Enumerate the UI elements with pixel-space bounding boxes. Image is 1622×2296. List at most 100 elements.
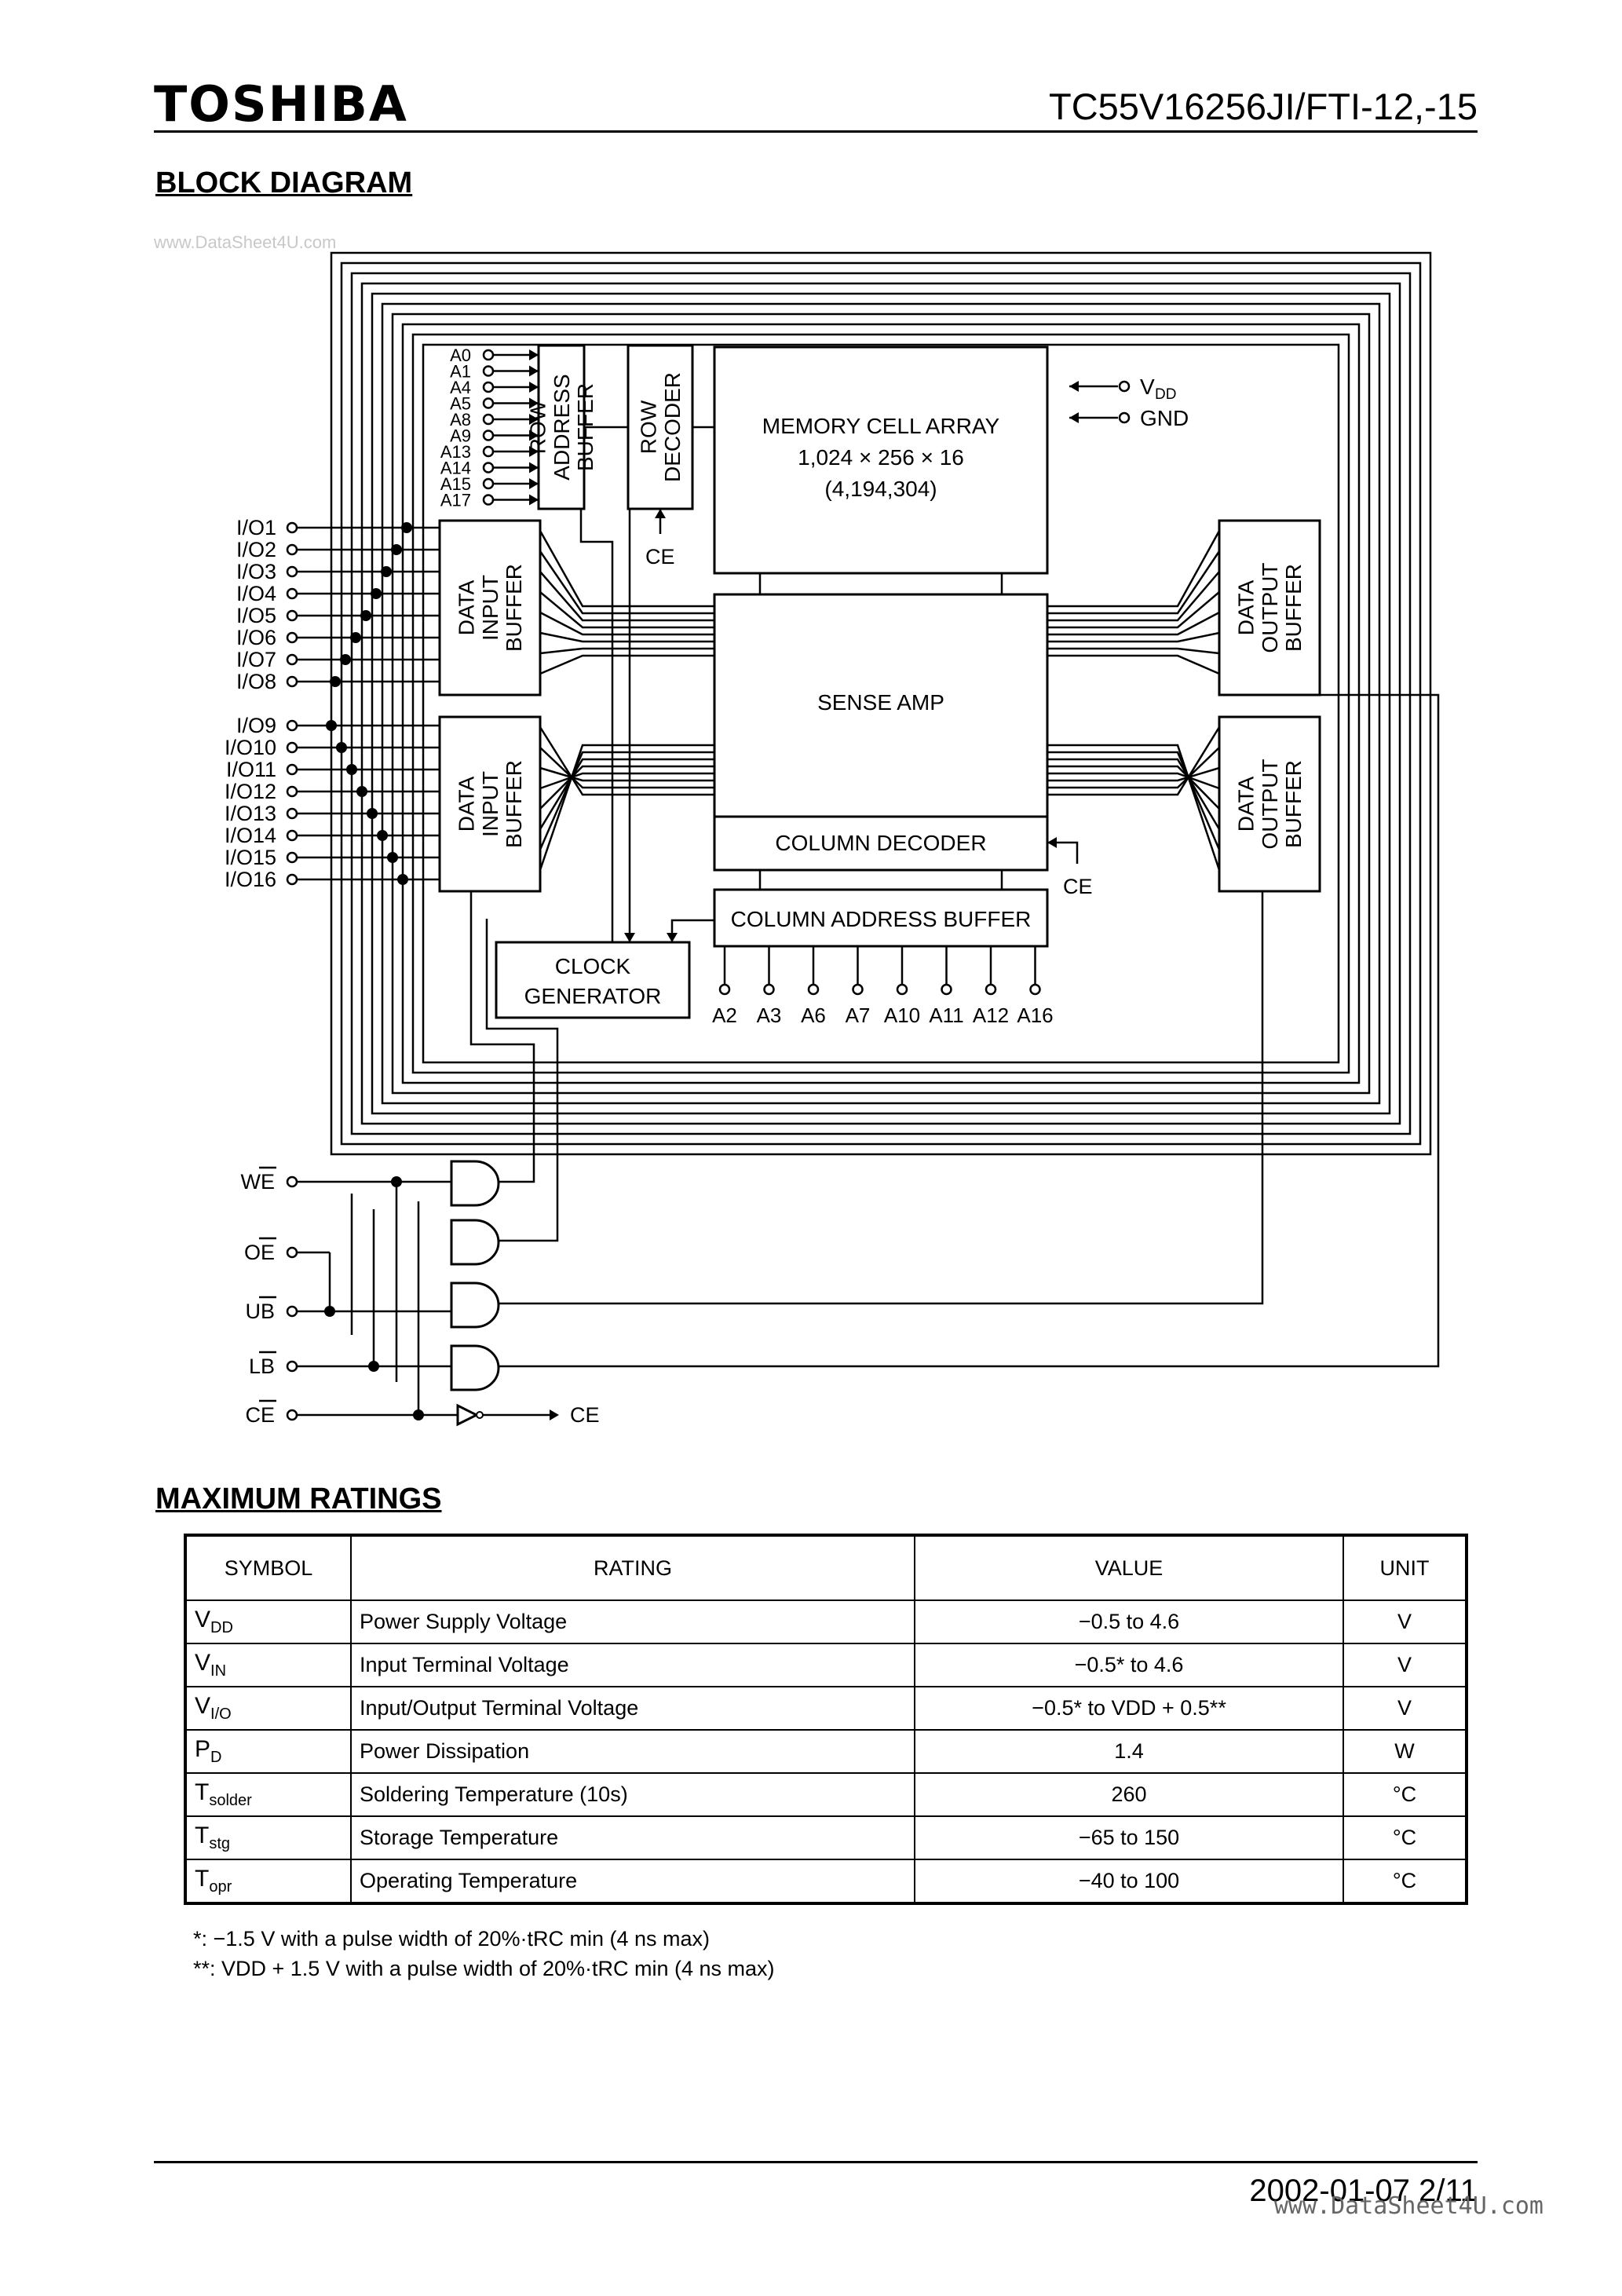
- data-input-buffer-label-line: INPUT: [478, 771, 502, 837]
- feedback-loop: [360, 282, 1401, 1125]
- clock-line: [579, 509, 614, 942]
- pin-label-a9: A9: [450, 426, 471, 446]
- data-bus: [539, 726, 714, 796]
- io-pin-label: I/O9: [236, 714, 276, 737]
- arrow-head: [667, 933, 678, 942]
- data-output-buffer-label-line: OUTPUT: [1258, 562, 1282, 653]
- data-bus: [1047, 550, 1221, 615]
- vdd-sub: DD: [1155, 386, 1176, 403]
- header-symbol: SYMBOL: [184, 1534, 352, 1601]
- data-bus: [1047, 591, 1220, 629]
- block-diagram-title: BLOCK DIAGRAM: [155, 166, 413, 199]
- io-pin-label: I/O14: [225, 824, 276, 847]
- data-bus: [539, 571, 714, 622]
- junction-dot: [367, 808, 378, 819]
- io-pin-label: I/O8: [236, 670, 276, 693]
- cell-value: −0.5* to VDD + 0.5**: [914, 1686, 1344, 1731]
- io-pin-label: I/O12: [225, 780, 276, 803]
- cell-unit: V: [1343, 1643, 1467, 1687]
- cell-unit: °C: [1343, 1815, 1467, 1860]
- cell-value: −65 to 150: [914, 1815, 1344, 1860]
- data-bus: [1047, 758, 1221, 830]
- pin-label-a5: A5: [450, 394, 471, 414]
- data-bus: [539, 758, 714, 830]
- inverter-bubble: [476, 1411, 484, 1419]
- control-pin-ub: UB: [245, 1300, 275, 1323]
- ratings-notes: *: −1.5 V with a pulse width of 20%·tRC …: [193, 1924, 775, 1983]
- footer-rule: [154, 2161, 1478, 2163]
- pin-terminal: [1118, 380, 1131, 393]
- clock-generator-label: GENERATOR: [524, 984, 662, 1008]
- gate-output: [499, 693, 1440, 1368]
- data-bus: [539, 765, 714, 810]
- pin-label-a14: A14: [440, 459, 471, 478]
- pin-terminal: [482, 381, 495, 393]
- header-unit: UNIT: [1343, 1534, 1467, 1601]
- data-bus: [1047, 530, 1221, 608]
- cell-symbol: VDD: [184, 1600, 352, 1644]
- note-1: *: −1.5 V with a pulse width of 20%·tRC …: [193, 1927, 711, 1951]
- header-value: VALUE: [914, 1534, 1344, 1601]
- header-rule: [154, 130, 1478, 133]
- row-address-buffer: [537, 344, 586, 510]
- memory-cell-array-label: MEMORY CELL ARRAY: [762, 414, 1000, 438]
- feedback-loop: [401, 323, 1361, 1084]
- pin-label-a16: A16: [1017, 1004, 1053, 1027]
- pin-terminal: [286, 1409, 298, 1421]
- watermark-top: www.DataSheet4U.com: [154, 232, 337, 252]
- pin-label-a17: A17: [440, 491, 471, 510]
- arrow-head: [529, 349, 539, 360]
- junction-dot: [391, 1176, 402, 1187]
- toshiba-logo: TOSHIBA: [154, 75, 408, 133]
- junction-dot: [387, 852, 398, 863]
- junction-dot: [413, 1409, 424, 1420]
- data-bus: [539, 530, 714, 608]
- pin-terminal: [286, 521, 298, 534]
- io-pin-label: I/O6: [236, 626, 276, 649]
- pin-terminal: [286, 1246, 298, 1259]
- data-input-buffer-label-line: INPUT: [478, 575, 502, 641]
- data-output-buffer-label-line: DATA: [1234, 776, 1259, 832]
- ce-label-out: CE: [570, 1403, 600, 1427]
- column-decoder: [713, 815, 1049, 872]
- pin-terminal: [482, 494, 495, 506]
- junction-dot: [360, 610, 371, 621]
- data-output-buffer-label-line: BUFFER: [1281, 760, 1306, 848]
- pin-terminal: [286, 829, 298, 842]
- pin-terminal: [482, 397, 495, 409]
- data-input-buffer-label-line: BUFFER: [502, 564, 526, 652]
- cell-rating: Input Terminal Voltage: [350, 1643, 915, 1687]
- pin-label-a13: A13: [440, 442, 471, 462]
- header-rating: RATING: [350, 1534, 915, 1601]
- arrow-head: [624, 933, 635, 942]
- arrow-head: [550, 1409, 559, 1420]
- pin-label-a3: A3: [757, 1004, 782, 1027]
- pin-label-a11: A11: [929, 1004, 963, 1027]
- data-output-buffer-label-line: OUTPUT: [1258, 759, 1282, 849]
- pin-terminal: [1029, 983, 1041, 996]
- and-gate: [450, 1281, 500, 1329]
- cell-value: 260: [914, 1772, 1344, 1817]
- note-2: **: VDD + 1.5 V with a pulse width of 20…: [193, 1957, 775, 1980]
- pin-terminal: [482, 349, 495, 361]
- row-address-buffer-label-line: ROW: [526, 400, 550, 454]
- junction-dot: [391, 544, 402, 555]
- gate-output: [485, 919, 559, 1242]
- cell-unit: °C: [1343, 1772, 1467, 1817]
- pin-terminal: [286, 1305, 298, 1318]
- ce-line: [1047, 841, 1079, 864]
- pin-terminal: [985, 983, 997, 996]
- arrow-head: [529, 494, 539, 506]
- io-pin-label: I/O1: [236, 516, 276, 539]
- control-pin-we: WE: [241, 1170, 276, 1194]
- data-input-buffer-label-line: DATA: [455, 776, 479, 832]
- column-decoder-label: COLUMN DECODER: [775, 831, 986, 855]
- junction-dot: [401, 522, 412, 533]
- cell-rating: Storage Temperature: [350, 1815, 915, 1860]
- data-bus: [1047, 744, 1221, 871]
- data-output-buffer-upper: [1218, 519, 1321, 696]
